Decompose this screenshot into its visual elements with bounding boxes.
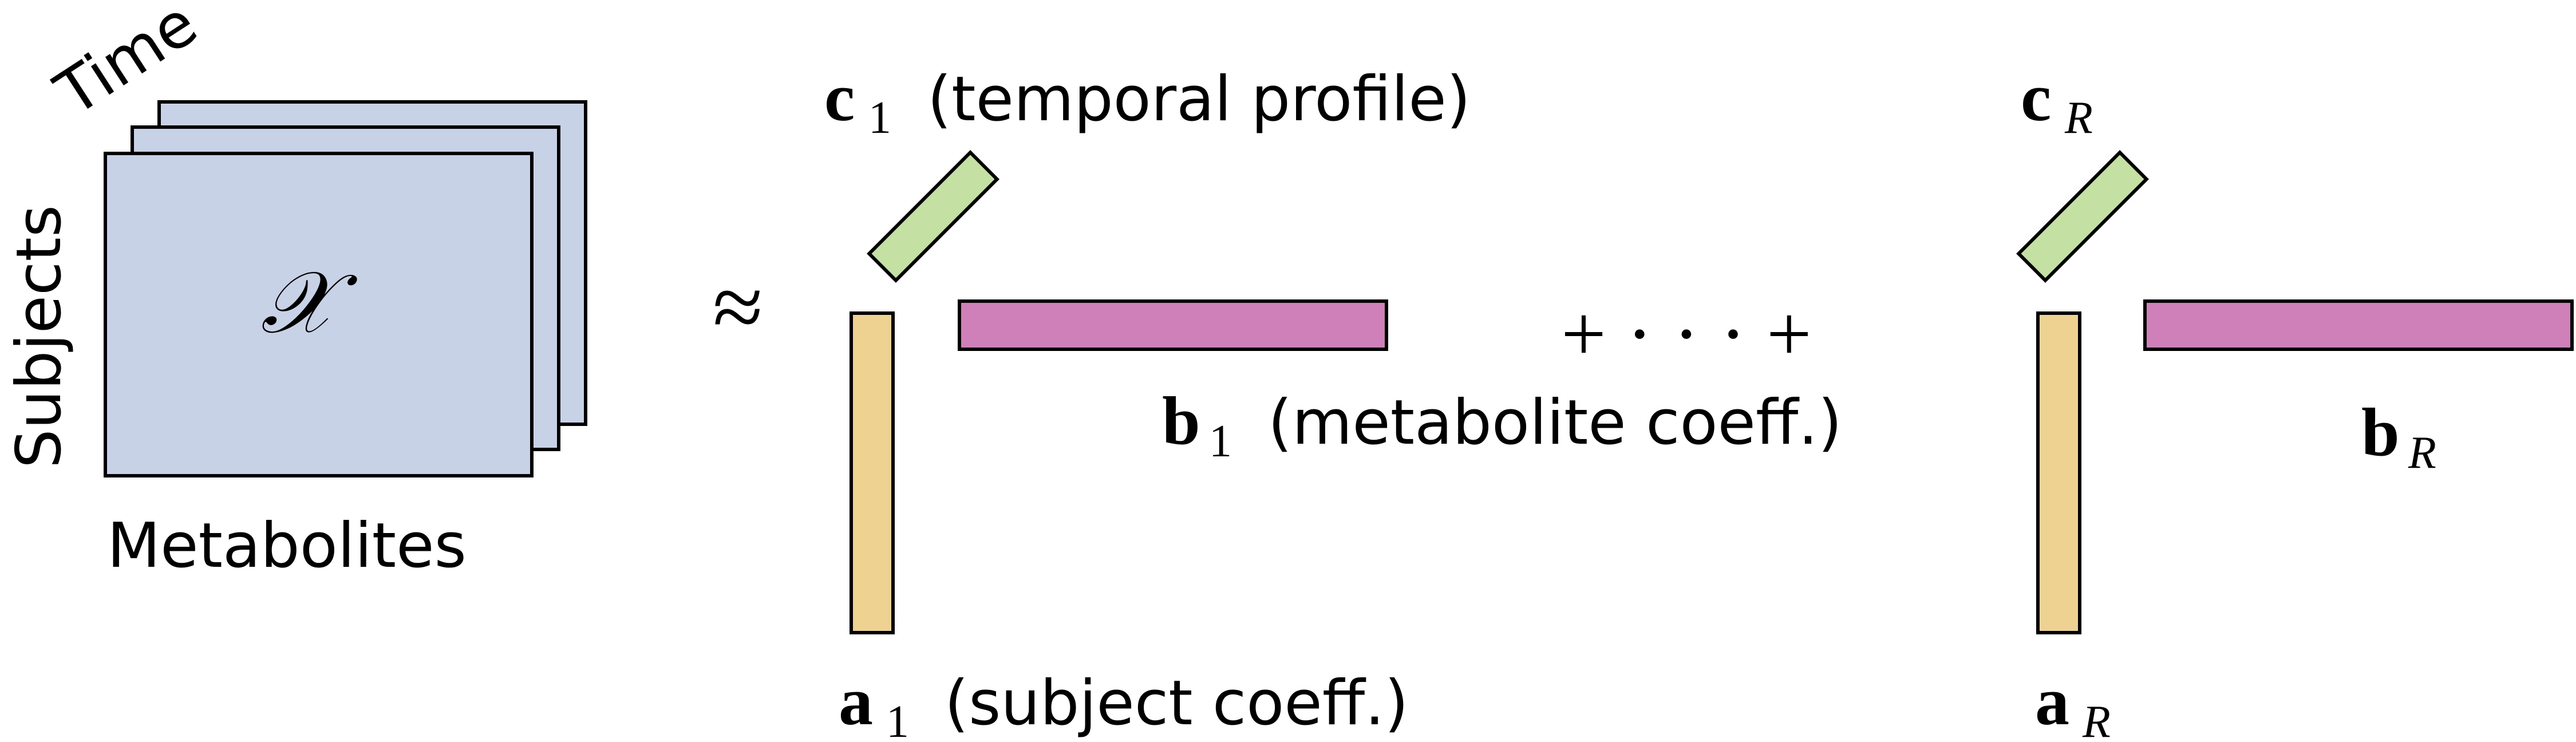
a1-symbol: a: [839, 663, 873, 739]
subject-coeff-R-label: a R: [2035, 663, 2111, 742]
bR-symbol: b: [2361, 394, 2400, 470]
subject-coeff-R-bar: [2036, 311, 2081, 634]
cR-subscript: R: [2064, 93, 2093, 143]
a1-subscript: 1: [886, 697, 909, 742]
temporal-profile-1-label: c 1 (temporal profile): [824, 59, 1471, 143]
c1-description: (temporal profile): [927, 64, 1471, 135]
b1-description: (metabolite coeff.): [1268, 387, 1842, 459]
aR-symbol: a: [2035, 663, 2069, 739]
tensor-slice-front: [104, 152, 534, 477]
component-1: c 1 (temporal profile) b 1 (metabolite c…: [824, 59, 1842, 742]
cR-symbol: c: [2021, 59, 2051, 135]
metabolite-coeff-R-label: b R: [2361, 394, 2436, 478]
component-R: c R b R a R: [2016, 59, 2574, 742]
a1-description: (subject coeff.): [945, 668, 1409, 739]
temporal-profile-R-bar: [2016, 150, 2149, 283]
c1-symbol: c: [824, 59, 855, 135]
metabolites-axis-label: Metabolites: [107, 510, 467, 582]
data-tensor: 𝒳: [104, 100, 587, 477]
b1-symbol: b: [1162, 382, 1200, 459]
subject-coeff-1-bar: [850, 311, 895, 634]
metabolite-coeff-1-label: b 1 (metabolite coeff.): [1162, 382, 1842, 467]
c1-subscript: 1: [868, 93, 891, 143]
metabolite-coeff-1-bar: [958, 299, 1388, 351]
b1-subscript: 1: [1209, 416, 1232, 467]
metabolite-coeff-R-bar: [2143, 299, 2574, 351]
subject-coeff-1-label: a 1 (subject coeff.): [839, 663, 1409, 742]
approx-symbol: ≈: [713, 256, 763, 358]
temporal-profile-1-bar: [867, 150, 999, 283]
temporal-profile-R-label: c R: [2021, 59, 2093, 143]
sum-ellipsis: + · · · +: [1561, 290, 1812, 378]
aR-subscript: R: [2082, 697, 2111, 742]
subjects-axis-label: Subjects: [3, 205, 75, 468]
bR-subscript: R: [2408, 428, 2436, 478]
